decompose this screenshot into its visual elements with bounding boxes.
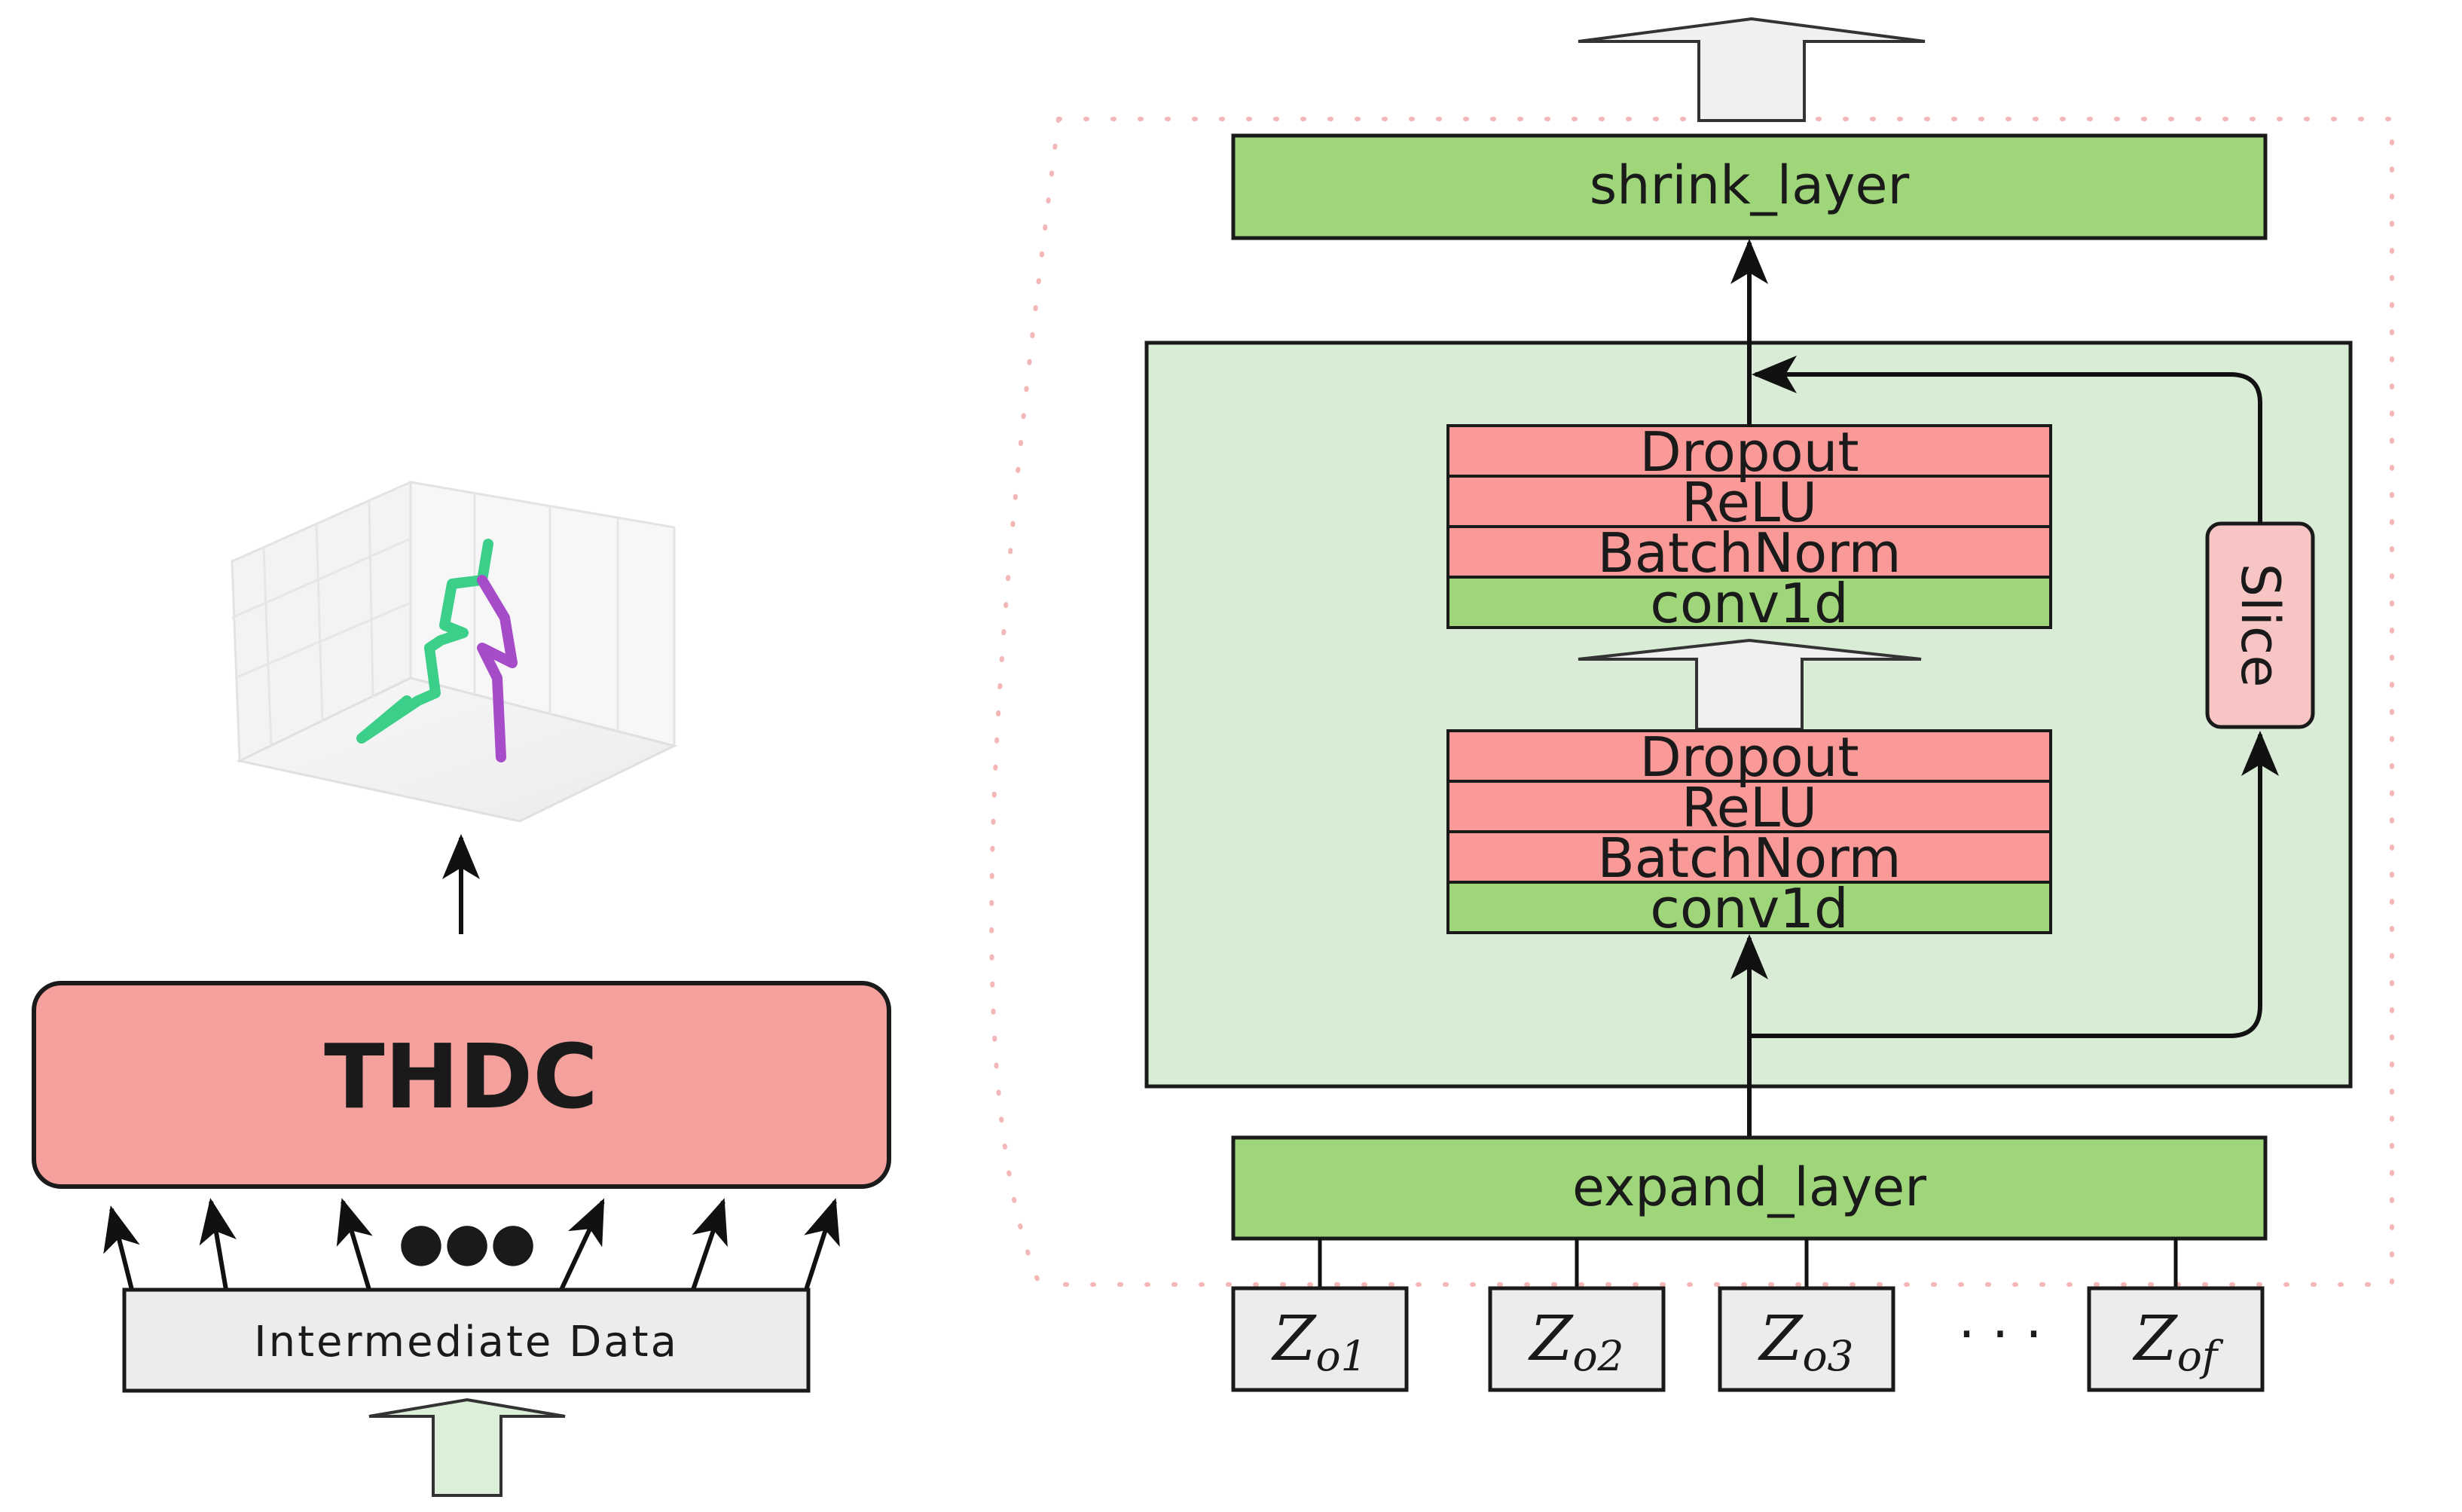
svg-text:Zo1: Zo1: [1270, 1303, 1367, 1380]
batchnorm-label: BatchNorm: [1597, 826, 1901, 890]
conv1d-layer: [1446, 881, 2052, 934]
svg-text:Zo2: Zo2: [1527, 1303, 1624, 1380]
slice-label: Slice: [2229, 564, 2291, 688]
expand-layer: [1231, 1135, 2268, 1241]
relu-label: ReLU: [1682, 776, 1817, 839]
thdc-box: [32, 981, 891, 1189]
input-connectors: [1318, 1239, 2178, 1288]
input-block-arrow: [368, 1397, 566, 1497]
skeleton-limb-purple: [477, 575, 518, 762]
skeleton-limb-green: [356, 539, 493, 744]
input-z-o1: Zo1: [1231, 1286, 1409, 1392]
block-lower: Dropout ReLU BatchNorm conv1d: [1446, 725, 2052, 940]
relu-label: ReLU: [1682, 471, 1817, 534]
z-sub: o2: [1572, 1332, 1624, 1380]
intermediate-data-box: [122, 1287, 811, 1393]
input-z-o3: Zo3: [1718, 1286, 1895, 1392]
svg-text:Zof: Zof: [2132, 1303, 2224, 1380]
thdc-input-dots: ●●●: [398, 1211, 536, 1272]
module-dotted-border-left: [989, 117, 1061, 1287]
z-sub: of: [2177, 1332, 2224, 1380]
z-sub: o1: [1315, 1332, 1367, 1380]
dropout-layer: [1446, 729, 2052, 783]
z-sub: o3: [1802, 1332, 1853, 1380]
batchnorm-label: BatchNorm: [1597, 521, 1901, 585]
conv1d-label: conv1d: [1650, 572, 1848, 635]
thdc-input-arrows: [103, 1198, 840, 1291]
z-base: Z: [1527, 1303, 1574, 1375]
z-base: Z: [2132, 1303, 2179, 1375]
intermediate-data-label: Intermediate Data: [254, 1318, 679, 1367]
relu-layer: [1446, 475, 2052, 528]
z-base: Z: [1270, 1303, 1317, 1375]
dropout-label: Dropout: [1639, 420, 1859, 484]
inputs-ellipsis: · · ·: [1958, 1303, 2042, 1365]
shrink-layer-label: shrink_layer: [1590, 154, 1910, 216]
skip-connection-lower: [1749, 731, 2279, 1038]
expand-layer-label: expand_layer: [1572, 1156, 1926, 1218]
batchnorm-layer: [1446, 830, 2052, 884]
conv1d-label: conv1d: [1650, 877, 1848, 940]
block-upper: Dropout ReLU BatchNorm conv1d: [1446, 420, 2052, 635]
input-z-o2: Zo2: [1488, 1286, 1666, 1392]
z-base: Z: [1757, 1303, 1804, 1375]
skip-connection-upper: [1752, 356, 2262, 524]
shrink-layer: [1231, 133, 2268, 240]
svg-text:Zo3: Zo3: [1757, 1303, 1853, 1380]
conv1d-layer: [1446, 576, 2052, 629]
dropout-label: Dropout: [1639, 725, 1859, 789]
output-block-arrow: [1578, 17, 1926, 122]
inter-block-arrow: [1578, 638, 1922, 731]
pose-3d-plot: [231, 480, 678, 823]
input-z-of: Zof: [2087, 1286, 2265, 1392]
thdc-label: THDC: [324, 1025, 598, 1129]
